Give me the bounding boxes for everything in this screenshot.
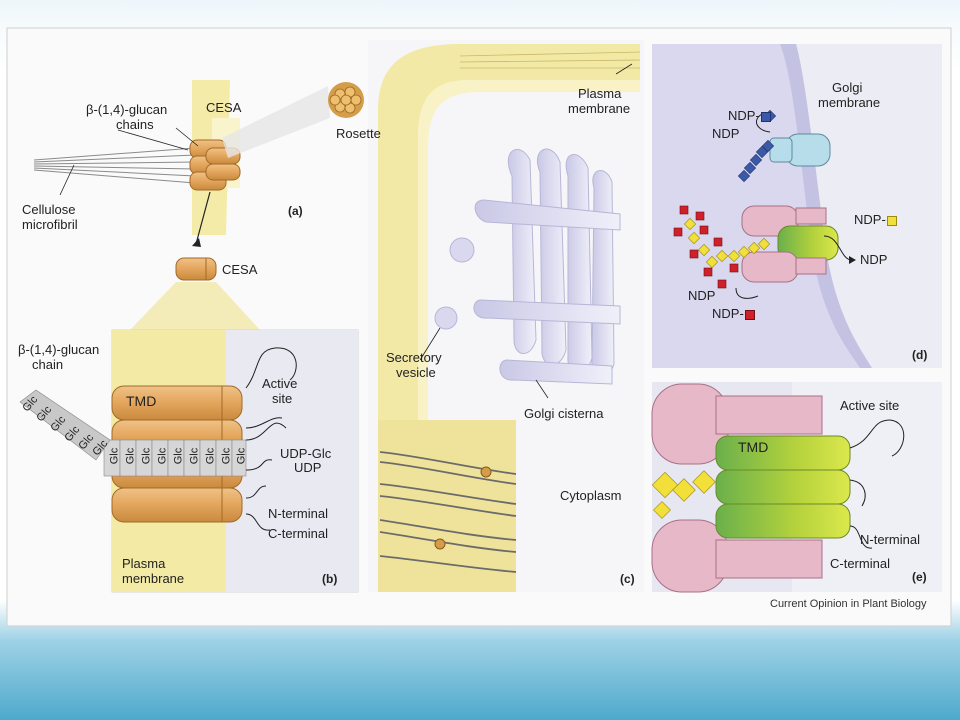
- glc-unit: Glc: [140, 447, 153, 465]
- panel-c-letter: (c): [620, 572, 635, 586]
- panel-b-artwork: [19, 282, 359, 593]
- cellulose-microfibril-label: Cellulose microfibril: [22, 202, 78, 232]
- glc-unit: Glc: [204, 447, 217, 465]
- c-terminal-label-b: C-terminal: [268, 526, 328, 541]
- panel-d-letter: (d): [912, 348, 928, 362]
- cesa-label-single: CESA: [222, 262, 258, 277]
- panel-b-letter: (b): [322, 572, 338, 586]
- glucan-chains-label: β-(1,4)-glucan chains: [86, 102, 168, 132]
- glc-unit: Glc: [124, 447, 137, 465]
- ndp-yellow-label: NDP-: [854, 212, 897, 227]
- panel-d-artwork: [652, 44, 942, 368]
- tmd-label-b: TMD: [126, 393, 157, 409]
- ndp-red-label: NDP-: [712, 306, 755, 321]
- n-terminal-label-b: N-terminal: [268, 506, 328, 521]
- ndp-label-1: NDP: [712, 126, 740, 141]
- golgi-membrane-label: Golgi membrane: [818, 80, 881, 110]
- red-sugar-icon: [744, 309, 755, 320]
- golgi-stack: [473, 148, 621, 385]
- udp-glc-label: UDP-Glc: [280, 446, 332, 461]
- glc-unit: Glc: [220, 447, 233, 465]
- tmd-label-e: TMD: [738, 439, 769, 455]
- cell-wall-microfibrils: [379, 451, 517, 573]
- mixed-sugar-chain: [673, 205, 771, 289]
- plasma-membrane-label-c: Plasma membrane: [568, 86, 631, 116]
- panel-e-artwork: [651, 382, 942, 593]
- udp-label: UDP: [294, 460, 322, 475]
- cytoplasm-label: Cytoplasm: [560, 488, 622, 503]
- plasma-membrane-label-b: Plasma membrane: [122, 556, 185, 586]
- ndp-label-2: NDP: [860, 252, 888, 267]
- golgi-cisterna-label: Golgi cisterna: [524, 406, 604, 421]
- glucan-chain-label: β-(1,4)-glucan chain: [18, 342, 100, 372]
- ndp-label-3: NDP: [688, 288, 716, 303]
- figure-credit: Current Opinion in Plant Biology: [770, 598, 927, 610]
- panel-c-artwork: [368, 40, 644, 592]
- cesa-label-top: CESA: [206, 100, 242, 115]
- glc-unit: Glc: [172, 447, 185, 465]
- glc-unit: Glc: [156, 447, 169, 465]
- glc-diagonal-chain: Glc Glc Glc Glc Glc Glc: [20, 394, 118, 458]
- panel-a-artwork: [33, 80, 425, 281]
- active-site-label-b: Active site: [262, 376, 298, 406]
- yellow-sugar-icon: [886, 215, 897, 226]
- panel-e-letter: (e): [912, 570, 927, 584]
- glc-row: Glc Glc Glc Glc Glc Glc Glc Glc Glc: [104, 440, 248, 476]
- glc-unit: Glc: [188, 447, 201, 465]
- rosette-label: Rosette: [336, 126, 381, 141]
- secretory-vesicle-label: Secretory vesicle: [386, 350, 442, 380]
- ndp-blue-label: NDP-: [728, 108, 771, 123]
- glc-unit: Glc: [235, 447, 248, 465]
- panel-a-letter: (a): [288, 204, 303, 218]
- blue-sugar-icon: [760, 111, 771, 122]
- active-site-label-e: Active site: [840, 398, 900, 413]
- n-terminal-label-e: N-terminal: [860, 532, 920, 547]
- c-terminal-label-e: C-terminal: [830, 556, 890, 571]
